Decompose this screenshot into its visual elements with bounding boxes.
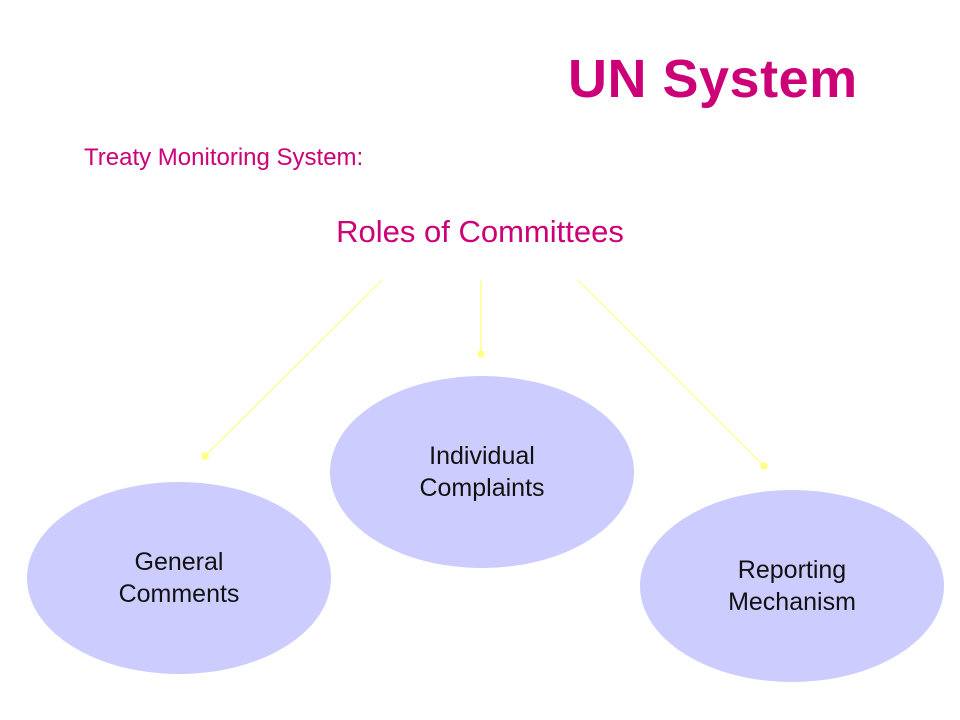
slide-title: UN System: [568, 49, 858, 109]
reporting-mechanism-node: Reporting Mechanism: [640, 490, 944, 682]
individual-complaints-label: Individual Complaints: [419, 442, 545, 502]
diagram-heading: Roles of Committees: [336, 214, 624, 249]
slide-subtitle: Treaty Monitoring System:: [84, 144, 364, 171]
individual-complaints-node: Individual Complaints: [330, 376, 634, 568]
reporting-mechanism-label: Reporting Mechanism: [728, 556, 856, 616]
general-comments-label: General Comments: [118, 548, 240, 608]
general-comments-node: General Comments: [27, 482, 331, 674]
